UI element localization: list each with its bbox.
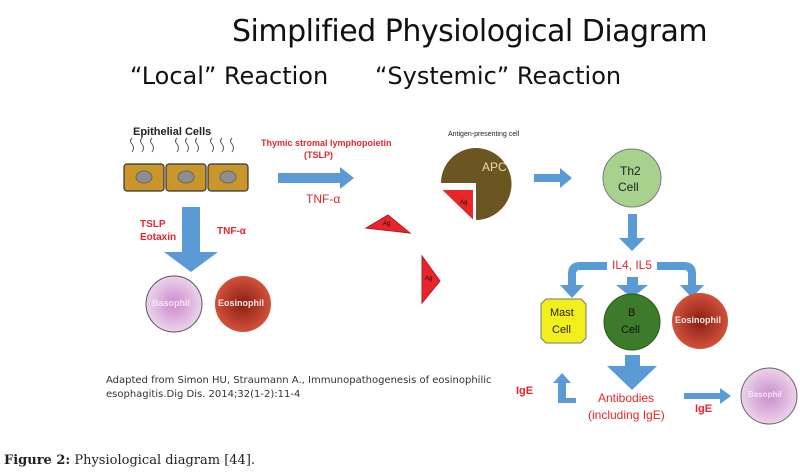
epithelial-label: Epithelial Cells bbox=[133, 126, 212, 138]
tnf-label-right: TNF-α bbox=[306, 192, 341, 206]
apc-cell bbox=[441, 147, 512, 220]
b-cell bbox=[603, 293, 661, 351]
eosinophil-cell-local bbox=[215, 276, 271, 332]
tslp-label-line1: Thymic stromal lymphopoietin bbox=[261, 138, 392, 148]
citation: Adapted from Simon HU, Straumann A., Imm… bbox=[106, 374, 492, 402]
eotaxin-down-label: Eotaxin bbox=[140, 232, 177, 243]
antigen-triangle bbox=[364, 214, 412, 234]
antigen-label: Ag bbox=[425, 276, 433, 282]
arrow-to-bcell bbox=[616, 277, 648, 298]
ige-label-right: IgE bbox=[695, 403, 713, 415]
antibodies-label-line1: Antibodies bbox=[598, 391, 655, 405]
mast-label-line1: Mast bbox=[550, 307, 574, 319]
bcell-label-line2: Cell bbox=[621, 324, 640, 336]
antigen-bound bbox=[437, 188, 475, 225]
citation-line2: esophagitis.Dig Dis. 2014;32(1-2):11-4 bbox=[106, 389, 301, 400]
mast-label-line2: Cell bbox=[552, 324, 571, 336]
arrow-bcell-to-antibodies bbox=[607, 355, 657, 390]
basophil-label-local: Basophil bbox=[152, 298, 191, 308]
th2-cell bbox=[602, 148, 662, 208]
cytokines-label: IL4, IL5 bbox=[612, 258, 653, 272]
th2-label-line1: Th2 bbox=[620, 164, 641, 178]
subtitle-systemic: “Systemic” Reaction bbox=[375, 62, 622, 90]
tslp-label-line2: (TSLP) bbox=[304, 150, 333, 160]
basophil-label-systemic: Basophil bbox=[748, 390, 782, 399]
figure-caption: Figure 2: Physiological diagram [44]. bbox=[4, 453, 255, 468]
ige-label-left: IgE bbox=[516, 385, 534, 397]
figure-caption-label: Figure 2: bbox=[4, 453, 71, 468]
antigen-label: Ag bbox=[460, 200, 468, 206]
tnf-down-label: TNF-α bbox=[217, 226, 246, 237]
arrow-ige-to-mast bbox=[553, 373, 576, 403]
arrow-th2-down bbox=[619, 214, 645, 251]
arrow-down-local bbox=[164, 207, 218, 272]
arrow-right-tslp bbox=[278, 167, 354, 189]
apc-label: APC bbox=[482, 160, 507, 174]
antigen-triangle bbox=[421, 254, 441, 305]
mast-cell bbox=[540, 298, 587, 344]
bcell-label-line1: B bbox=[628, 307, 636, 319]
cell-nucleus bbox=[177, 170, 195, 184]
figure-caption-text: Physiological diagram [44]. bbox=[70, 453, 256, 468]
basophil-cell-systemic bbox=[740, 367, 798, 425]
arrow-to-eosinophil bbox=[657, 262, 704, 298]
epithelial-cells bbox=[123, 163, 249, 192]
arrow-apc-to-th2 bbox=[534, 168, 572, 188]
apc-caption: Antigen-presenting cell bbox=[448, 131, 520, 138]
basophil-cell-local bbox=[145, 275, 203, 333]
th2-label-line2: Cell bbox=[618, 180, 639, 194]
cilia bbox=[130, 137, 234, 153]
eosinophil-label-local: Eosinophil bbox=[218, 298, 264, 308]
arrow-to-mast bbox=[560, 262, 607, 298]
antibodies-label-line2: (including IgE) bbox=[588, 408, 665, 422]
subtitle-local: “Local” Reaction bbox=[130, 62, 329, 90]
antigen-label: Ag bbox=[383, 221, 391, 227]
eosinophil-cell-systemic bbox=[672, 293, 728, 349]
arrow-antibodies-to-basophil bbox=[684, 388, 731, 404]
diagram-title: Simplified Physiological Diagram bbox=[232, 14, 708, 49]
cell-nucleus bbox=[219, 170, 237, 184]
eosinophil-label-systemic: Eosinophil bbox=[675, 315, 721, 325]
citation-line1: Adapted from Simon HU, Straumann A., Imm… bbox=[106, 375, 492, 386]
cell-nucleus bbox=[135, 170, 153, 184]
tslp-down-label: TSLP bbox=[140, 219, 166, 230]
